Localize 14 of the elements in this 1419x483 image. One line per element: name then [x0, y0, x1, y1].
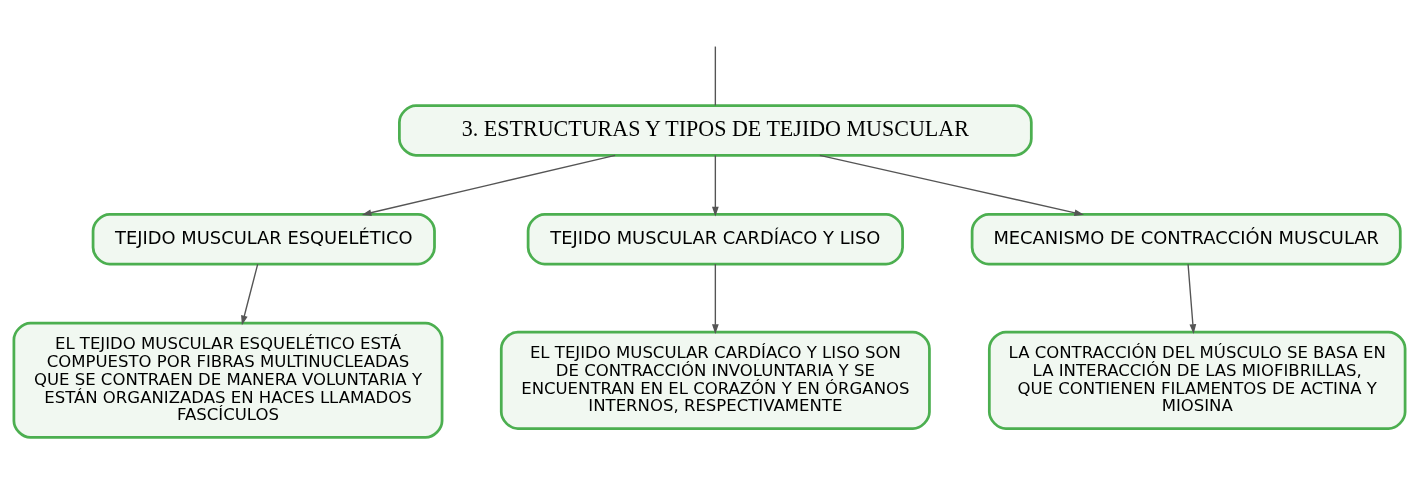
node-box: TEJIDO MUSCULAR ESQUELÉTICO [91, 213, 436, 266]
arrow [711, 263, 719, 334]
node-box: MECANISMO DE CONTRACCIÓN MUSCULAR [970, 213, 1402, 266]
arrow [819, 154, 1085, 217]
connector [714, 45, 717, 107]
arrow [1187, 263, 1197, 334]
arrow [241, 263, 259, 326]
node-box: 3. ESTRUCTURAS Y TIPOS DE TEJIDO MUSCULAR [398, 104, 1033, 157]
node-box: EL TEJIDO MUSCULAR CARDÍACO Y LISO SON DE CONTRACCIÓN INVOLUNTARIA Y SE ENCUENTRAN EN EL CORAZÓN Y EN ÓRGANOS INTERNOS, RESPECTIVAMENTE [499, 330, 931, 430]
arrow [711, 154, 719, 217]
node-box: LA CONTRACCIÓN DEL MÚSCULO SE BASA EN LA INTERACCIÓN DE LAS MIOFIBRILLAS, QUE CONTIENEN FILAMENTOS DE ACTINA Y MIOSINA [987, 330, 1407, 430]
node-box: EL TEJIDO MUSCULAR ESQUELÉTICO ESTÁ COMPUESTO POR FIBRAS MULTINUCLEADAS QUE SE CONTRAEN DE MANERA VOLUNTARIA Y ESTÁN ORGANIZADAS EN HACES LLAMADOS FASCÍCULOS [12, 321, 444, 439]
arrow [361, 154, 616, 216]
node-box: TEJIDO MUSCULAR CARDÍACO Y LISO [526, 213, 904, 266]
